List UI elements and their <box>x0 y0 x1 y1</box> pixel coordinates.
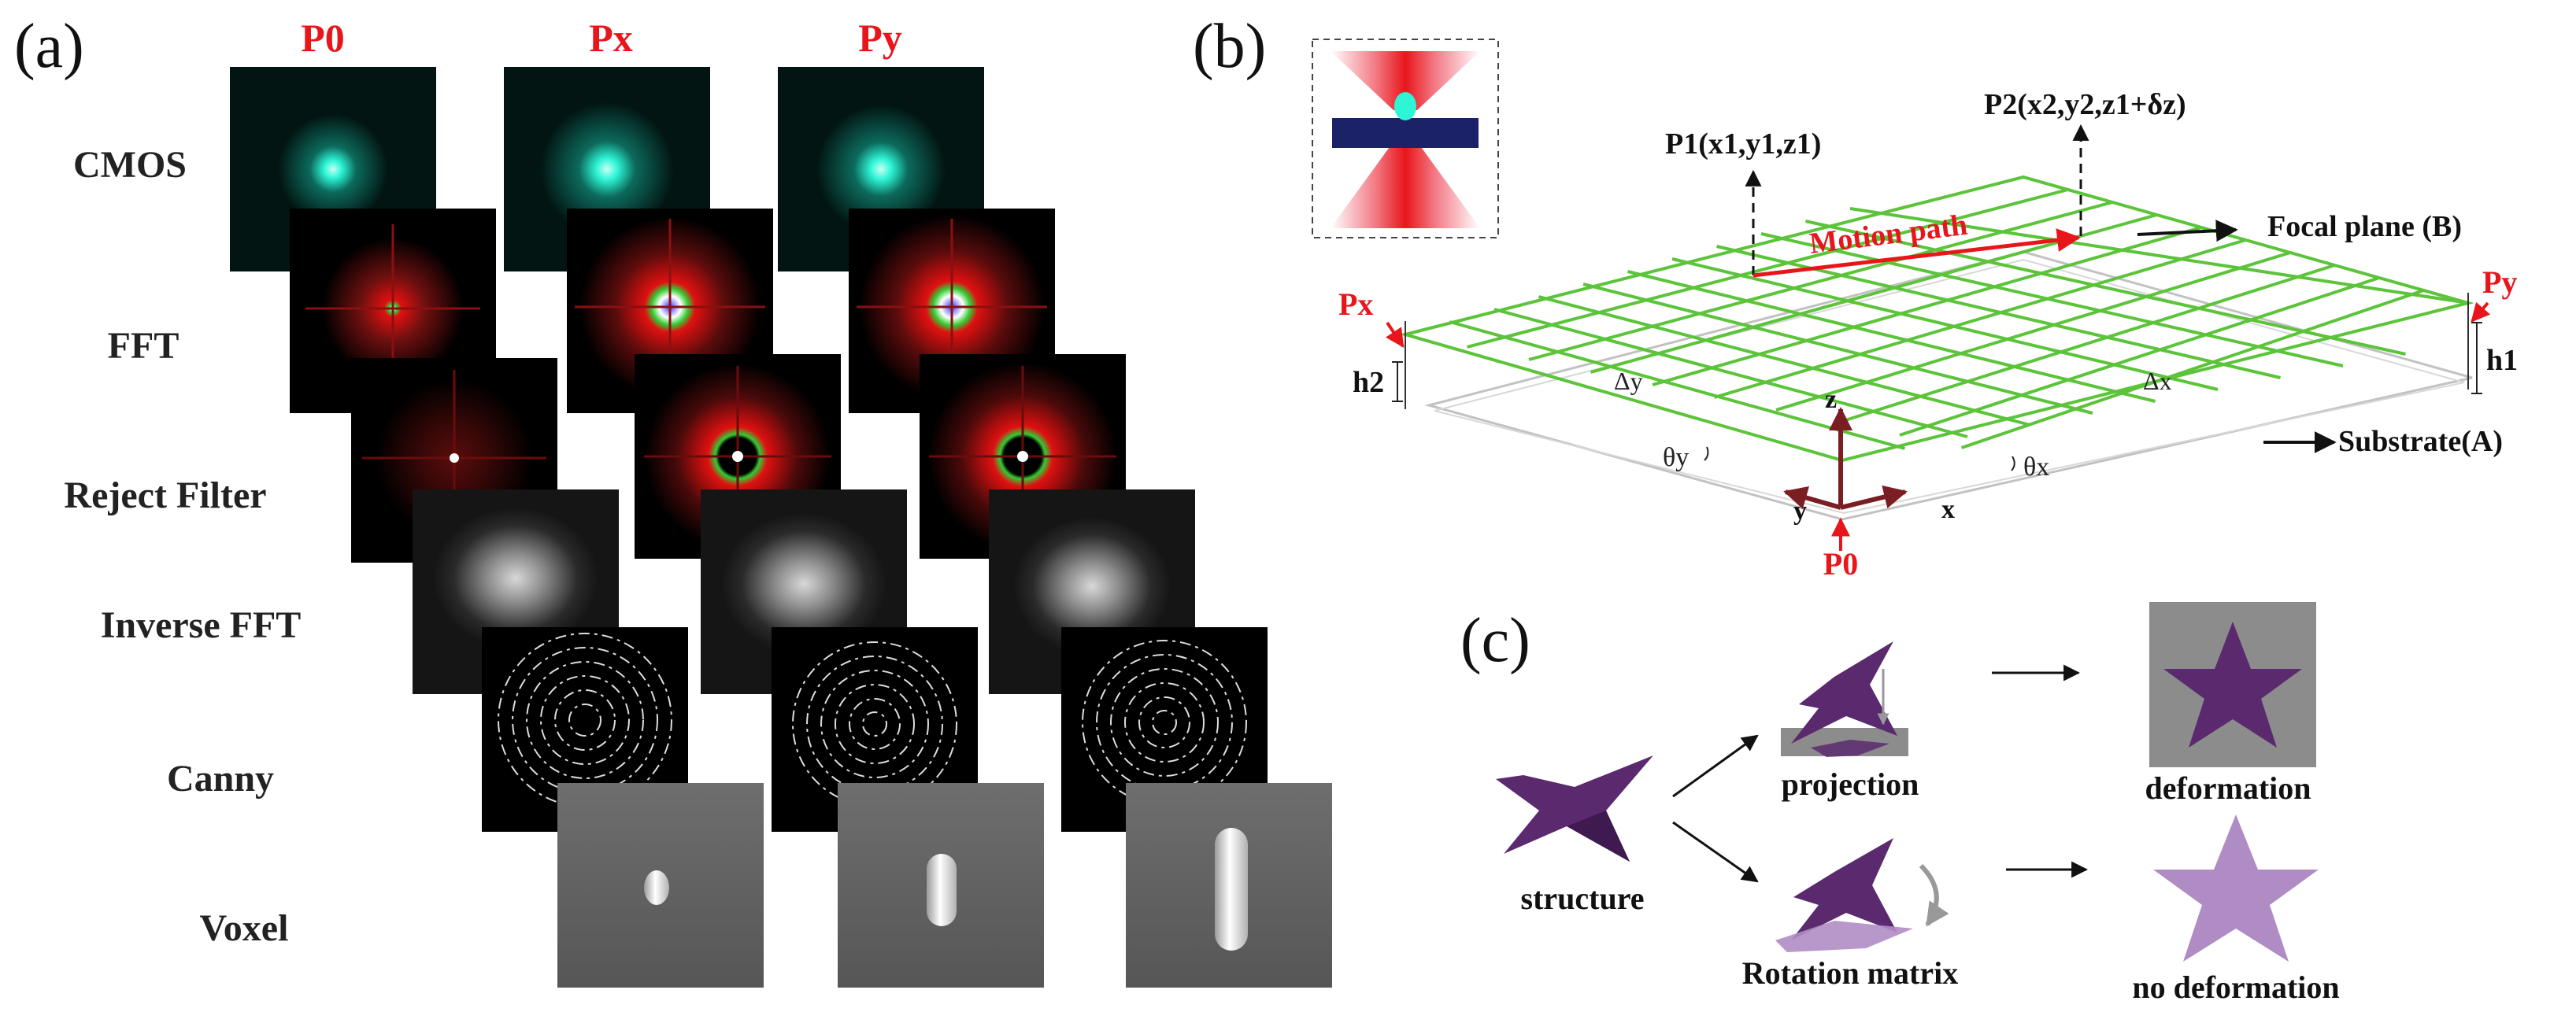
no-deformation-label: no deformation <box>2132 970 2339 1005</box>
column-header-px: Px <box>589 16 633 60</box>
row-label-inverse-fft: Inverse FFT <box>101 604 302 646</box>
panel-a-label: (a) <box>14 12 84 81</box>
projection-label: projection <box>1782 766 1919 802</box>
focal-plane-arrow <box>2137 220 2238 242</box>
column-header-py: Py <box>858 16 902 60</box>
projection-illustration <box>1781 641 1908 757</box>
h2-label: h2 <box>1353 366 1384 399</box>
arrow-to-projection <box>1672 734 1759 798</box>
theta-x-label: θx <box>2023 452 2049 482</box>
panel-b: (b) <box>1193 12 2518 582</box>
row-label-canny: Canny <box>167 758 274 800</box>
structure-star <box>1496 755 1653 862</box>
deformation-label: deformation <box>2145 770 2311 806</box>
row-label-fft: FFT <box>108 325 180 367</box>
py-label: Py <box>2482 264 2517 300</box>
panel-c-label: (c) <box>1460 606 1530 675</box>
row-label-reject-filter: Reject Filter <box>64 475 266 516</box>
voxel-image-px <box>838 783 1044 988</box>
row-label-voxel: Voxel <box>200 907 289 949</box>
coordinate-axes <box>1783 407 1908 510</box>
structure-label: structure <box>1521 881 1645 916</box>
deformation-result <box>2149 602 2316 767</box>
axis-x-label: x <box>1941 495 1955 524</box>
focal-plane-label: Focal plane (B) <box>2267 210 2462 243</box>
p1-label: P1(x1,y1,z1) <box>1665 127 1821 161</box>
rotation-illustration <box>1775 838 1949 952</box>
axis-y-label: y <box>1793 497 1807 526</box>
p0-label: P0 <box>1823 546 1858 582</box>
no-deformation-star <box>2153 814 2319 962</box>
theta-y-label: θy <box>1663 443 1689 472</box>
py-arrow <box>2471 301 2491 323</box>
row-label-cmos: CMOS <box>73 144 187 186</box>
delta-y-label: Δy <box>1614 367 1643 395</box>
axis-z-label: z <box>1825 385 1837 414</box>
panel-a: (a) P0 Px Py CMOS FFT Reject Filter Inve… <box>14 12 1332 988</box>
motion-path-arrow <box>1752 228 2081 278</box>
p2-label: P2(x2,y2,z1+δz) <box>1984 88 2186 121</box>
delta-x-label: Δx <box>2143 367 2172 395</box>
voxel-image-py <box>1126 783 1332 988</box>
px-label: Px <box>1338 286 1373 322</box>
rotation-matrix-label: Rotation matrix <box>1742 955 1958 991</box>
h1-label: h1 <box>2486 344 2518 377</box>
focal-plane-grid <box>1399 175 2474 463</box>
px-arrow <box>1386 321 1405 348</box>
panel-b-label: (b) <box>1193 12 1266 81</box>
fft-image-px <box>567 209 773 413</box>
voxel-image-p0 <box>557 783 764 988</box>
column-header-p0: P0 <box>301 16 345 60</box>
arrow-to-rotation <box>1672 821 1759 883</box>
substrate-label: Substrate(A) <box>2338 425 2503 458</box>
focus-inset <box>1312 39 1499 238</box>
panel-c: (c) structure projection Rotation matrix <box>1460 602 2340 1005</box>
substrate-plane <box>1424 250 2473 521</box>
